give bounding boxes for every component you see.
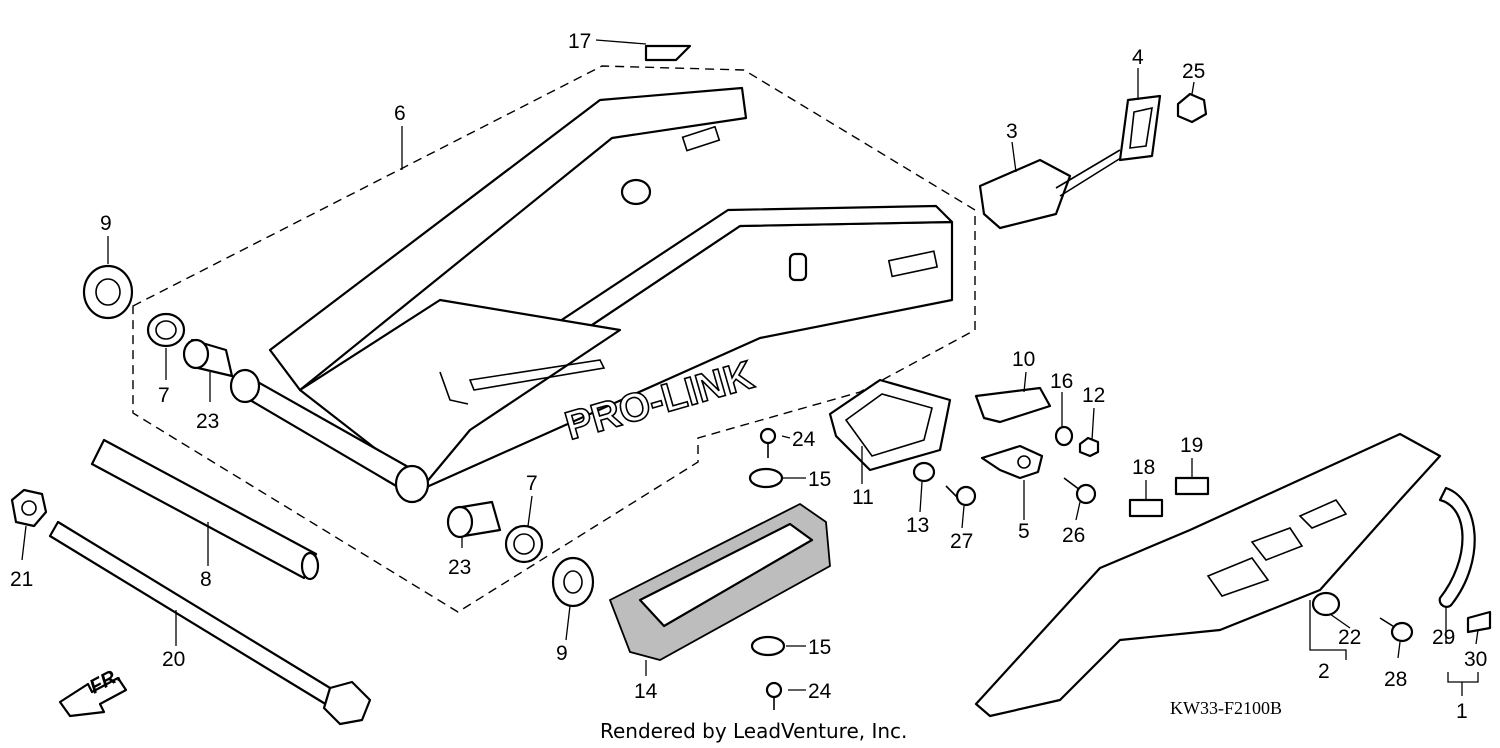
callout-29: 29 xyxy=(1432,626,1455,649)
grommet-15-upper[interactable] xyxy=(748,467,784,489)
assembly-outline xyxy=(132,65,976,613)
callout-30: 30 xyxy=(1464,648,1487,671)
callout-23-upper: 23 xyxy=(196,410,219,433)
adjuster-nut[interactable] xyxy=(1176,92,1208,124)
callout-25: 25 xyxy=(1182,60,1205,83)
callout-23-lower: 23 xyxy=(448,556,471,579)
dust-seal-lower[interactable] xyxy=(504,524,544,564)
callout-14: 14 xyxy=(634,680,658,703)
callout-4: 4 xyxy=(1132,46,1144,69)
bearing-lower[interactable] xyxy=(551,556,595,608)
bolt-13[interactable] xyxy=(912,461,936,483)
adjuster-plate[interactable] xyxy=(1118,94,1162,162)
chain-guide-bracket[interactable] xyxy=(980,444,1044,480)
callout-18: 18 xyxy=(1132,456,1155,479)
callout-13: 13 xyxy=(906,514,929,537)
callout-3: 3 xyxy=(1006,120,1018,143)
callout-7-lower: 7 xyxy=(526,472,538,495)
callout-5: 5 xyxy=(1018,520,1030,543)
callout-11: 11 xyxy=(852,486,874,509)
dust-seal-upper[interactable] xyxy=(146,312,186,348)
screw-24-upper[interactable] xyxy=(759,427,777,458)
bolt-28[interactable] xyxy=(1379,617,1414,643)
callout-9-lower: 9 xyxy=(556,642,568,665)
pivot-bolt[interactable] xyxy=(48,520,372,726)
callout-28: 28 xyxy=(1384,668,1407,691)
credit-line: Rendered by LeadVenture, Inc. xyxy=(600,719,907,743)
callout-24-lower: 24 xyxy=(808,680,832,703)
pivot-collar[interactable] xyxy=(90,438,320,581)
callout-8: 8 xyxy=(200,568,212,591)
callout-27: 27 xyxy=(950,530,973,553)
washer-22[interactable] xyxy=(1311,591,1341,617)
screw-24-lower[interactable] xyxy=(765,681,783,710)
callout-12: 12 xyxy=(1082,384,1105,407)
label-18[interactable] xyxy=(1128,498,1164,518)
chain-adjuster[interactable] xyxy=(978,149,1125,230)
nut-12[interactable] xyxy=(1078,436,1100,458)
chain-slider[interactable] xyxy=(608,502,831,661)
callout-15-lower: 15 xyxy=(808,636,831,659)
chain-guide-plate[interactable] xyxy=(828,378,952,472)
grommet-15-lower[interactable] xyxy=(750,635,786,657)
leader-lines xyxy=(21,39,1479,696)
swingarm[interactable]: PRO-LINK xyxy=(229,86,954,504)
chain-case[interactable] xyxy=(974,432,1442,718)
callout-15-upper: 15 xyxy=(808,468,831,491)
callout-21: 21 xyxy=(10,568,33,591)
bolt-26[interactable] xyxy=(1063,477,1097,505)
needle-bearing-upper[interactable] xyxy=(182,338,234,378)
callout-24-upper: 24 xyxy=(792,428,816,451)
callout-20: 20 xyxy=(162,648,185,671)
callout-10: 10 xyxy=(1012,348,1035,371)
callout-26: 26 xyxy=(1062,524,1085,547)
drive-chain[interactable] xyxy=(1438,486,1476,608)
chain-clip-30[interactable] xyxy=(1466,610,1492,634)
callout-19: 19 xyxy=(1180,434,1203,457)
bearing-upper[interactable] xyxy=(82,264,134,320)
callout-17: 17 xyxy=(568,30,591,53)
collar-16[interactable] xyxy=(1054,425,1074,447)
caution-label-17[interactable] xyxy=(644,44,692,62)
callout-2: 2 xyxy=(1318,660,1330,683)
needle-bearing-lower[interactable] xyxy=(446,500,502,539)
bolt-27[interactable] xyxy=(945,485,977,507)
pivot-nut[interactable] xyxy=(10,488,48,528)
callout-1: 1 xyxy=(1456,700,1468,723)
callout-6: 6 xyxy=(394,102,406,125)
chain-roller-guide[interactable] xyxy=(974,386,1052,424)
diagram-code: KW33-F2100B xyxy=(1170,698,1282,718)
callout-16: 16 xyxy=(1050,370,1073,393)
callout-9-upper: 9 xyxy=(100,212,112,235)
callout-7-upper: 7 xyxy=(158,384,170,407)
callout-22: 22 xyxy=(1338,626,1361,649)
callout-numbers: 17 6 9 7 23 21 8 20 23 7 9 3 4 25 10 16 … xyxy=(10,30,1487,723)
front-direction-arrow: FR. xyxy=(58,664,128,718)
label-19[interactable] xyxy=(1174,476,1210,496)
